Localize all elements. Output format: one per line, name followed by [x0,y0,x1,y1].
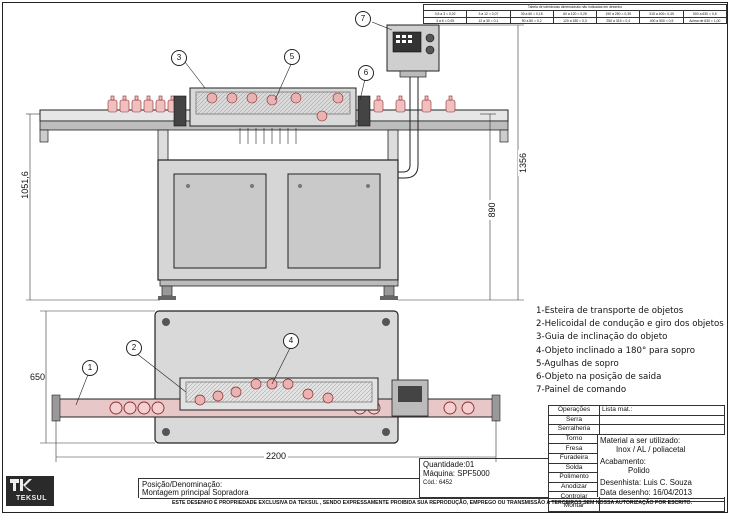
tolerance-cell: 50 a 80 = 0,2 [511,18,554,24]
legend-item: 3-Guia de inclinação do objeto [536,332,668,343]
cabinet-door-left [173,173,267,269]
operation-item: Solda [548,462,600,474]
legend-item: 7-Painel de comando [536,385,627,396]
position-block: Posição/Denominação: Montagem principal … [138,478,419,498]
tolerance-row: 0,5 a 3 = 0,02 3 a 12 = 0,07 30 a 60 = 0… [424,11,726,18]
operation-item: Torno [548,433,600,445]
finish-label: Acabamento: [600,457,646,466]
dim-overall-length: 2200 [264,451,289,461]
machine: Máquina: SPF5000 [423,469,490,478]
operation-item: Serra [548,414,600,426]
finish-value: Polido [628,466,650,475]
balloon-1: 1 [82,360,98,376]
copyright-footer: ESTE DESENHO É PROPRIEDADE EXCLUSIVA DA … [140,498,724,508]
legend-item: 2-Helicoidal de condução e giro dos obje… [536,319,724,330]
tolerance-cell: 500 a 630 = 0,6 [692,12,717,16]
tolerance-cell: 0,5 a 3 = 0,02 [424,11,468,17]
legend-item: 4-Objeto inclinado a 180° para sopro [536,345,696,356]
balloon-3: 3 [171,50,187,66]
operation-item: Fresa [548,443,600,454]
drawing-date: Data desenho: 16/04/2013 [600,488,692,497]
balloon-5: 5 [284,49,300,65]
legend-item: 6-Objeto na posição de saida [536,372,662,383]
tolerance-cell: Acima de 630 = 1,00 [689,19,721,23]
legend-item: 5-Agulhas de sopro [536,358,619,369]
drafter: Desenhista: Luis C. Souza [600,478,692,487]
quantity: Quantidade:01 [423,460,475,469]
tolerance-row: 3 a 6 = 0,05 12 a 30 = 0,1 50 a 80 = 0,2… [424,18,726,24]
parts-legend: 1-Esteira de transporte de objetos 2-Hel… [536,305,724,397]
balloon-2: 2 [126,340,142,356]
operations-header: Operações [548,405,600,416]
tolerance-cell: 3 a 6 = 0,05 [424,18,468,24]
position-value: Montagem principal Sopradora [142,488,249,497]
operation-item: Serralheria [548,424,600,435]
balloon-6: 6 [358,65,374,81]
operation-item: Furadeira [548,452,600,464]
dim-cabinet-height: 890 [487,200,497,220]
tolerance-title: Tabela de tolerâncias dimensionais não i… [424,5,726,11]
dim-machine-height: 1356 [518,150,528,176]
bottles-front [107,95,456,113]
tolerance-cell: 30 a 60 = 0,15 [511,11,554,17]
tolerance-cell: 315 a 400= 0,45 [640,11,684,17]
balloon-7: 7 [355,11,371,27]
drawing-code: Cód.: 6452 [423,480,453,486]
tolerance-cell: 400 a 500 = 0,5 [640,18,684,24]
tolerance-cell: 60 a 120 = 0,25 [554,11,598,17]
list-label: Lista mat.: [599,405,725,416]
tolerance-cell: 250 a 315 = 0,4 [597,18,641,24]
bottles-top [109,401,475,415]
top-view-frame [154,310,399,444]
operation-item: Anodizar [548,481,600,493]
tolerance-cell: 120 a 180 = 0,3 [554,18,598,24]
material-label: Material a ser utilizado: [600,436,681,445]
dim-conveyor-height: 1051,6 [20,171,30,199]
tolerance-cell: 190 a 250 = 0,35 [597,11,641,17]
material-value: Inox / AL / poliacetal [616,445,686,454]
operation-item: Polimento [548,472,600,483]
dim-top-view-width: 650 [30,372,46,382]
tolerance-cell: 3 a 12 = 0,07 [467,11,511,17]
cabinet-door-right [287,173,381,269]
teksul-logo: TEKSUL [6,476,54,506]
position-label: Posição/Denominação: [142,480,223,489]
material-block: Material a ser utilizado: Inox / AL / po… [597,435,725,497]
tolerance-table: Tabela de tolerâncias dimensionais não i… [423,4,727,24]
tolerance-cell: 12 a 30 = 0,1 [467,18,511,24]
balloon-4: 4 [283,333,299,349]
logo-text: TEKSUL [16,495,47,502]
legend-item: 1-Esteira de transporte de objetos [536,306,684,316]
quantity-block: Quantidade:01 Máquina: SPF5000 Cód.: 645… [419,458,548,498]
